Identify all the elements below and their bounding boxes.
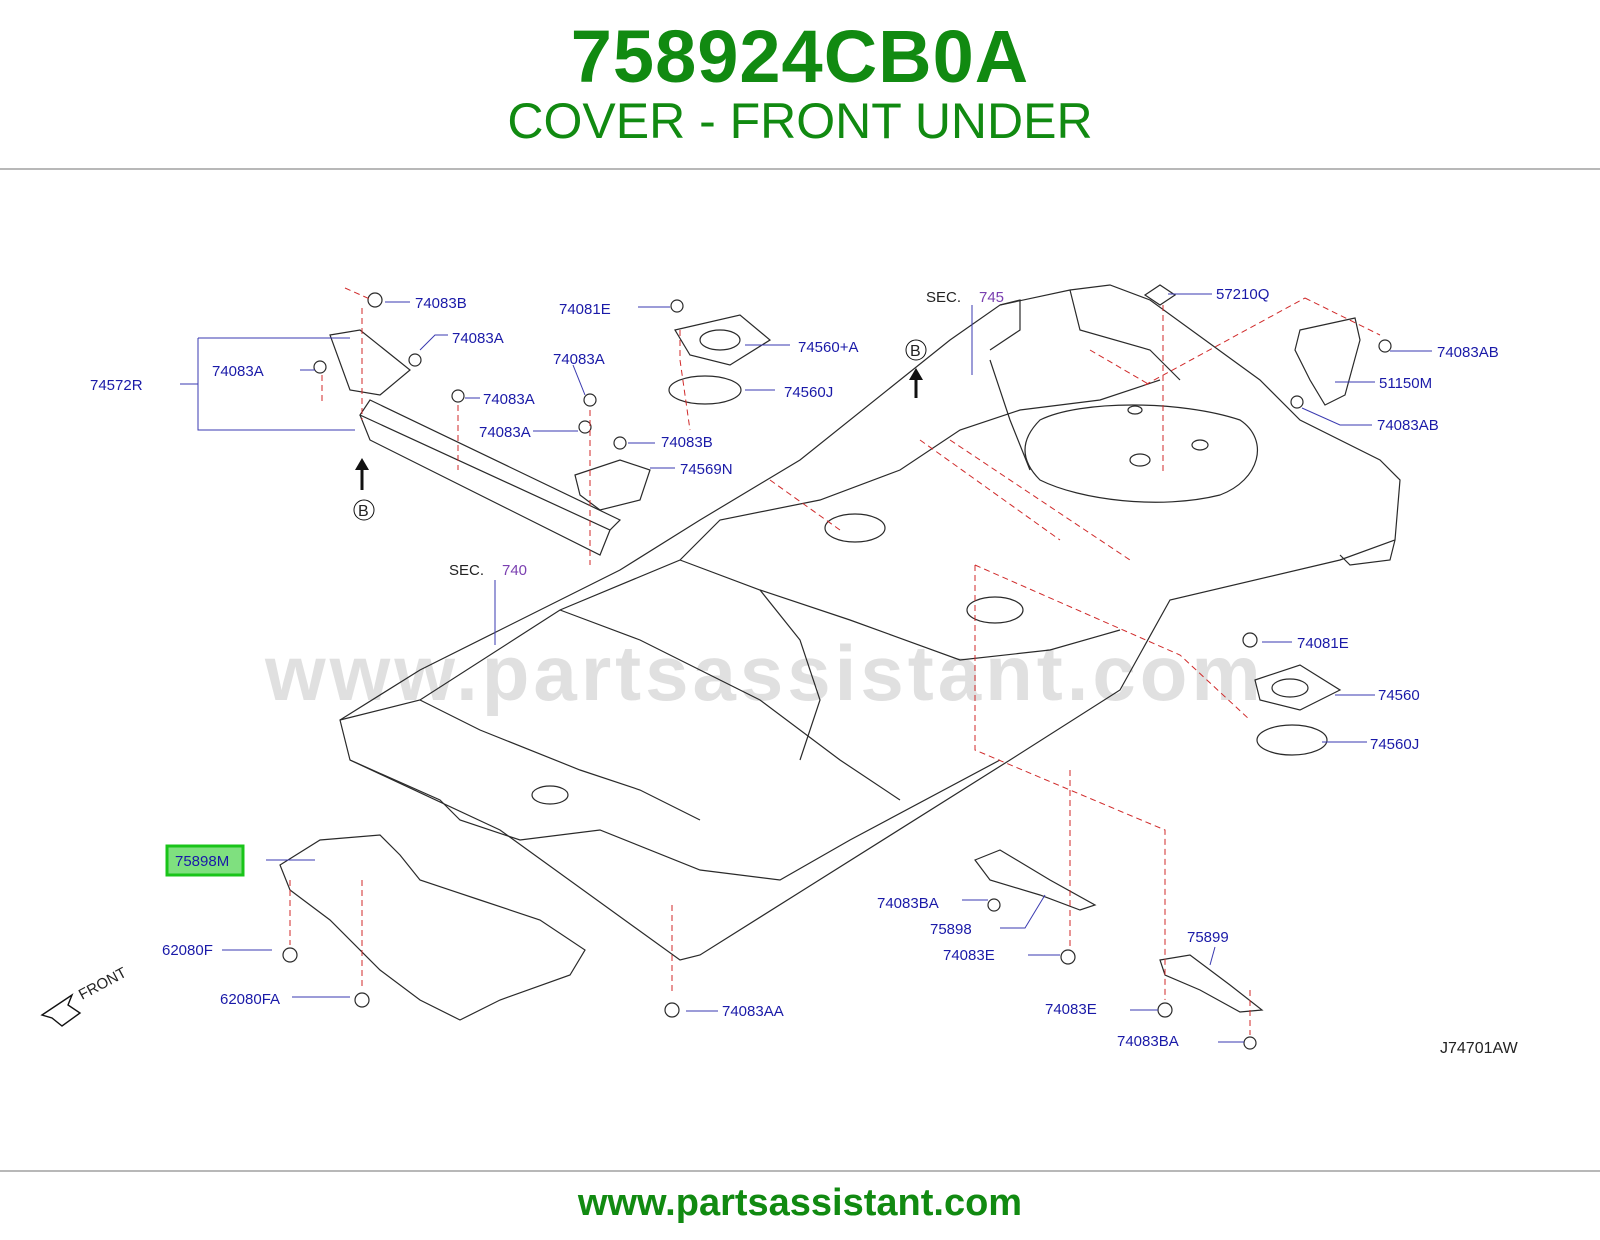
fastener-glyphs <box>282 292 1392 1050</box>
part-label-74083AA[interactable]: 74083AA <box>722 1003 784 1020</box>
part-label-74083E-2[interactable]: 74083E <box>1045 1001 1097 1018</box>
part-label-74083A-1[interactable]: 74083A <box>452 330 504 347</box>
circle-B-left-label: B <box>358 503 369 520</box>
floor-pan-drawing <box>339 284 1401 961</box>
part-label-62080F[interactable]: 62080F <box>162 942 213 959</box>
part-label-74083BA-2[interactable]: 74083BA <box>1117 1033 1179 1050</box>
part-label-75898[interactable]: 75898 <box>930 921 972 938</box>
part-label-74560[interactable]: 74560 <box>1378 687 1420 704</box>
part-label-62080FA[interactable]: 62080FA <box>220 991 280 1008</box>
front-crossmember-drawing <box>329 329 622 556</box>
part-label-74081E-top[interactable]: 74081E <box>559 301 611 318</box>
part-label-74083AB-1[interactable]: 74083AB <box>1437 344 1499 361</box>
plate-74560-drawing <box>1254 664 1342 756</box>
front-label: FRONT <box>76 964 130 1003</box>
part-label-74083B-mid[interactable]: 74083B <box>661 434 713 451</box>
part-label-74083A-3[interactable]: 74083A <box>483 391 535 408</box>
part-label-74083A-4[interactable]: 74083A <box>553 351 605 368</box>
part-label-74083AB-2[interactable]: 74083AB <box>1377 417 1439 434</box>
footer-website[interactable]: www.partsassistant.com <box>577 1182 1023 1224</box>
part-number-title: 758924CB0A <box>570 15 1030 98</box>
part-label-74083A-5[interactable]: 74083A <box>479 424 531 441</box>
sec-745-prefix: SEC. <box>926 289 961 306</box>
part-label-74083E-1[interactable]: 74083E <box>943 947 995 964</box>
footer-divider <box>0 1170 1600 1172</box>
cover-75899-drawing <box>1159 954 1264 1013</box>
part-label-74083B-top[interactable]: 74083B <box>415 295 467 312</box>
part-labels: 74083B 74083A 74572R 74083A 74083A 74081… <box>90 286 1499 1050</box>
plate-74560A-drawing <box>668 314 772 405</box>
bracket-74569N-drawing <box>574 459 651 511</box>
drawing-code: J74701AW <box>1440 1040 1519 1057</box>
part-label-74083BA-1[interactable]: 74083BA <box>877 895 939 912</box>
part-name-subtitle: COVER - FRONT UNDER <box>507 93 1093 149</box>
part-label-74081E-right[interactable]: 74081E <box>1297 635 1349 652</box>
part-label-75898M[interactable]: 75898M <box>175 853 229 870</box>
part-label-74569N[interactable]: 74569N <box>680 461 733 478</box>
circle-B-right-label: B <box>910 343 921 360</box>
sec-745-link[interactable]: 745 <box>979 289 1004 306</box>
part-label-57210Q[interactable]: 57210Q <box>1216 286 1269 303</box>
front-under-cover-drawing <box>279 834 586 1021</box>
front-direction-arrow <box>40 993 82 1027</box>
header-divider <box>0 168 1600 170</box>
part-label-74560J-top[interactable]: 74560J <box>784 384 833 401</box>
bracket-51150M-drawing <box>1294 317 1361 406</box>
alignment-dashed-lines <box>289 287 1381 1035</box>
part-label-74083A-2[interactable]: 74083A <box>212 363 264 380</box>
part-label-74572R[interactable]: 74572R <box>90 377 143 394</box>
highlighted-part-box <box>165 844 245 877</box>
part-label-74560J-right[interactable]: 74560J <box>1370 736 1419 753</box>
arrow-B-left <box>353 458 375 521</box>
page-header: 758924CB0A COVER - FRONT UNDER <box>0 0 1600 166</box>
leader-lines <box>180 293 1432 1043</box>
sec-740-prefix: SEC. <box>449 562 484 579</box>
sec-740-link[interactable]: 740 <box>502 562 527 579</box>
arrow-B-right <box>905 339 927 398</box>
part-label-74560A[interactable]: 74560+A <box>798 339 858 356</box>
part-57210Q-drawing <box>1143 284 1177 306</box>
part-label-75899[interactable]: 75899 <box>1187 929 1229 946</box>
part-label-51150M[interactable]: 51150M <box>1379 375 1432 392</box>
cover-75898-drawing <box>974 849 1097 911</box>
